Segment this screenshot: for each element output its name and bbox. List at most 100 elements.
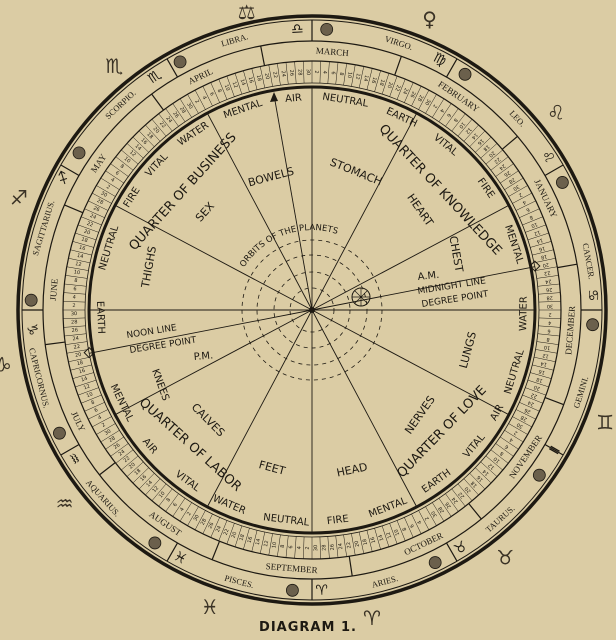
degree-tick (194, 90, 206, 110)
degree-tick (92, 192, 112, 204)
degree-number: 10 (530, 221, 538, 229)
degree-number: 22 (223, 528, 231, 536)
degree-tick (172, 103, 186, 122)
quarter-of-business-label: QUARTER OF BUSINESS (126, 130, 239, 254)
degree-tick (259, 66, 266, 89)
degree-tick (475, 467, 492, 484)
degree-number: 20 (75, 352, 82, 359)
element-label: NEUTRAL (321, 92, 369, 110)
degree-tick (358, 531, 365, 554)
degree-number: 22 (393, 84, 401, 92)
degree-tick (469, 130, 486, 147)
element-label: WATER (211, 493, 247, 517)
degree-tick (504, 177, 524, 190)
degree-tick (396, 520, 406, 541)
degree-tick (63, 292, 86, 295)
degree-number: 10 (223, 84, 231, 92)
month-divider (211, 540, 221, 560)
degree-tick (537, 283, 560, 287)
degree-number: 10 (271, 541, 278, 548)
degree-tick (138, 130, 155, 147)
degree-number: 20 (83, 229, 91, 237)
degree-number: 14 (362, 74, 369, 82)
degree-number: 6 (525, 206, 530, 213)
degree-tick (508, 185, 528, 197)
degree-number: 6 (94, 407, 99, 414)
degree-number: 20 (464, 485, 473, 494)
degree-tick (381, 525, 390, 547)
degree-number: 24 (280, 70, 287, 77)
degree-number: 14 (536, 237, 544, 245)
degree-tick (66, 349, 89, 354)
degree-number: 8 (499, 450, 505, 457)
degree-tick (451, 113, 466, 132)
degree-number: 8 (119, 163, 125, 170)
degree-number: 26 (92, 205, 100, 213)
degree-tick (418, 90, 430, 110)
degree-tick (504, 430, 524, 443)
degree-tick (115, 156, 134, 171)
degree-tick (187, 506, 199, 526)
degree-tick (92, 416, 112, 428)
month-divider (260, 45, 266, 66)
degree-number: 16 (476, 474, 485, 483)
degree-tick (425, 94, 437, 114)
degree-tick (66, 266, 89, 271)
degree-tick (457, 119, 473, 137)
degree-tick (366, 530, 373, 552)
degree-tick (536, 275, 559, 279)
degree-number: 2 (186, 511, 193, 517)
degree-number: 8 (452, 117, 459, 123)
degree-tick (65, 341, 88, 345)
sun-icon (428, 556, 442, 569)
degree-number: 18 (378, 78, 386, 86)
degree-number: 24 (164, 116, 173, 125)
degree-tick (438, 498, 452, 517)
degree-tick (500, 436, 519, 450)
degree-number: 6 (73, 286, 77, 292)
degree-tick (319, 536, 321, 559)
month-label: AUGUST (147, 509, 183, 538)
degree-tick (343, 63, 347, 86)
degree-number: 18 (255, 74, 262, 82)
degree-number: 20 (386, 81, 394, 89)
degree-number: 2 (101, 422, 107, 429)
month-divider (394, 56, 402, 76)
degree-number: 18 (145, 132, 154, 141)
pm-label: P.M. (193, 350, 213, 363)
month-divider (468, 503, 482, 520)
degree-tick (243, 528, 250, 550)
degree-tick (68, 257, 91, 264)
degree-number: 30 (547, 303, 553, 309)
body-part-head: HEAD (335, 460, 368, 479)
radial-line (311, 309, 418, 508)
degree-tick (485, 149, 503, 165)
zodiac-divider (445, 542, 458, 562)
degree-tick (202, 513, 213, 534)
compass-rose-spokes (352, 288, 370, 306)
degree-number: 26 (409, 90, 417, 98)
element-label: NEUTRAL (263, 512, 311, 529)
degree-number: 2 (424, 515, 431, 521)
degree-tick (218, 79, 228, 100)
degree-tick (243, 70, 250, 92)
degree-tick (234, 73, 243, 95)
degree-tick (210, 517, 220, 538)
degree-number: 6 (208, 92, 215, 97)
degree-tick (519, 402, 540, 412)
degree-number: 26 (207, 522, 215, 530)
degree-tick (411, 86, 422, 107)
degree-tick (475, 136, 492, 153)
degree-number: 24 (118, 449, 127, 458)
degree-tick (480, 143, 498, 159)
element-label: FIRE (326, 514, 349, 528)
body-part-knees: KNEES (149, 368, 171, 403)
degree-tick (268, 64, 273, 87)
month-divider (45, 341, 66, 346)
degree-tick (389, 523, 398, 545)
degree-tick (351, 533, 356, 556)
zodiac-sign-label: LEO. (507, 108, 527, 128)
degree-tick (202, 86, 213, 107)
degree-number: 4 (321, 71, 327, 74)
